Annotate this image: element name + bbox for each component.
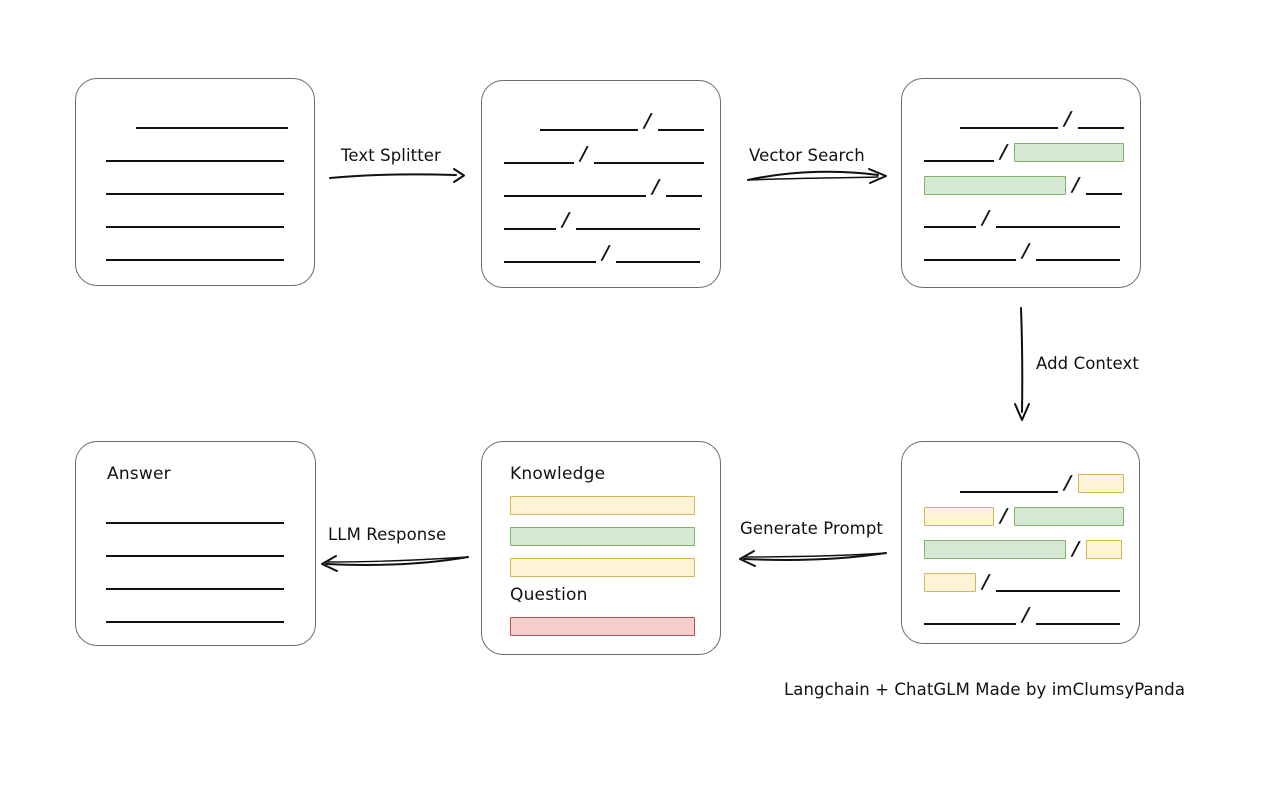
- vector-matches-slash-separator: /: [1019, 240, 1032, 262]
- context-added-yellow-chip: [1078, 474, 1124, 493]
- context-added-rule: [924, 623, 1016, 625]
- split-chunks-slash-separator: /: [599, 242, 612, 264]
- source-document-rule: [106, 193, 284, 195]
- node-source-document[interactable]: [75, 78, 315, 286]
- answer-rule: [106, 588, 284, 590]
- edge-label-vector-search: Vector Search: [749, 146, 865, 165]
- answer-rule: [106, 621, 284, 623]
- vector-matches-slash-separator: /: [1061, 108, 1074, 130]
- split-chunks-slash-separator: /: [641, 110, 654, 132]
- split-chunks-rule: [576, 228, 700, 230]
- context-added-slash-separator: /: [1069, 538, 1082, 560]
- node-llm-answer[interactable]: Answer: [75, 441, 316, 646]
- node-vector-search-matches[interactable]: / / / / /: [901, 78, 1141, 288]
- answer-box-title: Answer: [107, 464, 171, 484]
- vector-matches-slash-separator: /: [997, 141, 1010, 163]
- context-added-slash-separator: /: [997, 505, 1010, 527]
- vector-matches-rule: [924, 160, 994, 162]
- context-added-rule: [960, 491, 1058, 493]
- context-added-rule: [996, 590, 1120, 592]
- context-added-slash-separator: /: [979, 571, 992, 593]
- vector-matches-rule: [960, 127, 1058, 129]
- context-added-green-chip: [1014, 507, 1124, 526]
- split-chunks-rule: [594, 162, 704, 164]
- context-added-yellow-chip: [924, 573, 976, 592]
- node-context-added-chunks[interactable]: / / / / /: [901, 441, 1140, 644]
- source-document-rule: [106, 226, 284, 228]
- edge-label-text-splitter: Text Splitter: [341, 146, 441, 165]
- split-chunks-slash-separator: /: [559, 209, 572, 231]
- context-added-slash-separator: /: [1061, 472, 1074, 494]
- split-chunks-rule: [504, 162, 574, 164]
- vector-matches-slash-separator: /: [1069, 174, 1082, 196]
- context-added-yellow-chip: [924, 507, 994, 526]
- split-chunks-slash-separator: /: [649, 176, 662, 198]
- prompt-knowledge-chip: [510, 558, 695, 577]
- node-split-text-chunks[interactable]: / / / / /: [481, 80, 721, 288]
- split-chunks-rule: [504, 228, 556, 230]
- split-chunks-rule: [504, 261, 596, 263]
- source-document-rule: [106, 259, 284, 261]
- edge-label-add-context: Add Context: [1036, 354, 1139, 373]
- source-document-rule: [136, 127, 288, 129]
- context-added-yellow-chip: [1086, 540, 1122, 559]
- source-document-rule: [106, 160, 284, 162]
- edge-generate-prompt-arrow: [739, 550, 887, 567]
- split-chunks-rule: [504, 195, 646, 197]
- vector-matches-green-chip: [924, 176, 1066, 195]
- answer-rule: [106, 555, 284, 557]
- edge-llm-response-arrow: [321, 555, 469, 572]
- context-added-green-chip: [924, 540, 1066, 559]
- vector-matches-slash-separator: /: [979, 207, 992, 229]
- vector-matches-rule: [1086, 193, 1122, 195]
- split-chunks-rule: [540, 129, 638, 131]
- context-added-rule: [1036, 623, 1120, 625]
- vector-matches-green-chip: [1014, 143, 1124, 162]
- edge-label-generate-prompt: Generate Prompt: [740, 519, 883, 538]
- edge-label-llm-response: LLM Response: [328, 525, 447, 544]
- split-chunks-rule: [616, 261, 700, 263]
- prompt-knowledge-chip: [510, 496, 695, 515]
- prompt-knowledge-chip: [510, 527, 695, 546]
- prompt-question-heading: Question: [510, 585, 588, 605]
- vector-matches-rule: [924, 226, 976, 228]
- context-added-slash-separator: /: [1019, 604, 1032, 626]
- prompt-knowledge-heading: Knowledge: [510, 464, 606, 484]
- answer-rule: [106, 522, 284, 524]
- vector-matches-rule: [996, 226, 1120, 228]
- footer-credit: Langchain + ChatGLM Made by imClumsyPand…: [784, 680, 1186, 699]
- split-chunks-rule: [666, 195, 702, 197]
- split-chunks-slash-separator: /: [577, 143, 590, 165]
- vector-matches-rule: [1036, 259, 1120, 261]
- vector-matches-rule: [1078, 127, 1124, 129]
- prompt-question-chip: [510, 617, 695, 636]
- split-chunks-rule: [658, 129, 704, 131]
- vector-matches-rule: [924, 259, 1016, 261]
